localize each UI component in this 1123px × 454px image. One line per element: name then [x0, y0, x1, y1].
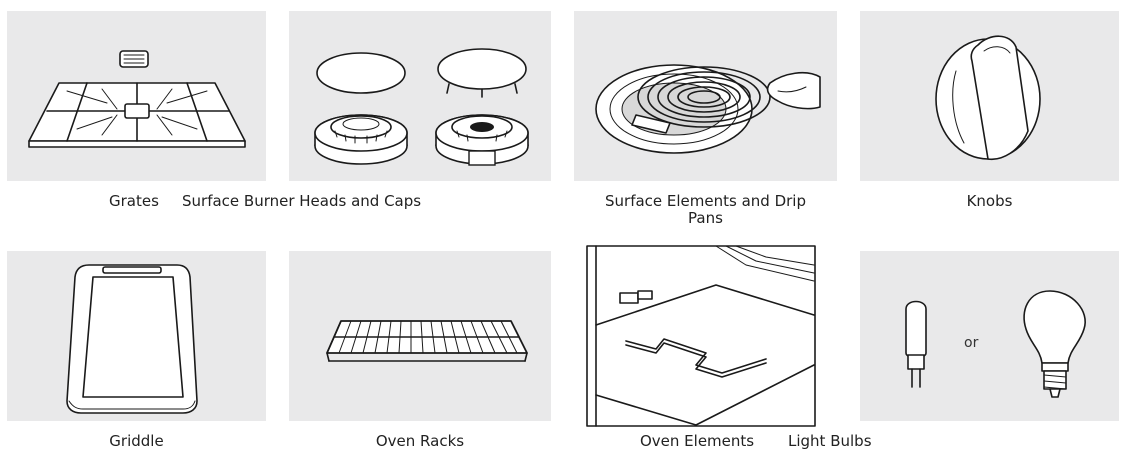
- caption-surface-elements-line1: Surface Elements and Drip: [605, 192, 806, 210]
- light-bulbs-image: or: [860, 251, 1119, 421]
- caption-burner-heads: Surface Burner Heads and Caps: [182, 192, 422, 210]
- caption-grates: Grates: [109, 192, 159, 210]
- caption-griddle: Griddle: [109, 432, 164, 450]
- caption-oven-elements: Oven Elements: [640, 432, 755, 450]
- caption-surface-elements: Surface Elements and Drip Pans: [574, 193, 837, 227]
- knobs-image: [860, 11, 1119, 181]
- light-bulbs-or-text: or: [964, 335, 979, 351]
- caption-oven-racks: Oven Racks: [375, 432, 465, 450]
- surface-elements-image: [574, 11, 837, 181]
- grates-image: [7, 11, 266, 181]
- oven-elements-image: [586, 245, 816, 427]
- griddle-image: [7, 251, 266, 421]
- oven-racks-image: [289, 251, 551, 421]
- caption-light-bulbs: Light Bulbs: [788, 432, 872, 450]
- caption-knobs: Knobs: [966, 192, 1013, 210]
- burner-heads-image: [289, 11, 551, 181]
- caption-surface-elements-line2: Pans: [688, 209, 723, 227]
